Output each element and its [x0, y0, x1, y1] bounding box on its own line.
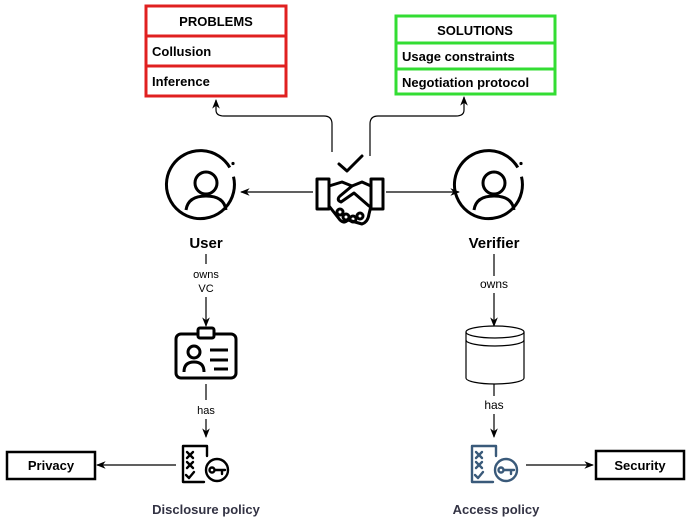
handshake-icon: [315, 154, 385, 226]
security-box: Security: [594, 449, 686, 481]
db-has-label: has: [484, 398, 503, 412]
solutions-box: SOLUTIONS Usage constraints Negotiation …: [394, 14, 557, 96]
verifier-owns-label: owns: [480, 277, 508, 291]
access-policy-checklist-icon: [470, 444, 519, 484]
problem-item-collusion: Collusion: [152, 44, 211, 59]
user-avatar-icon: [164, 149, 236, 221]
problems-box: PROBLEMS Collusion Inference: [144, 4, 288, 98]
user-owns-label: owns: [193, 269, 219, 281]
security-label: Security: [614, 458, 666, 473]
solution-item-usage-constraints: Usage constraints: [402, 49, 515, 64]
database-icon: [465, 325, 525, 385]
vc-has-label: has: [197, 405, 215, 417]
edge-handshake-to-solutions: [369, 96, 468, 156]
privacy-box: Privacy: [5, 450, 97, 481]
privacy-label: Privacy: [28, 458, 75, 473]
edge-handshake-to-problems: [212, 99, 333, 152]
solution-item-negotiation-protocol: Negotiation protocol: [402, 75, 529, 90]
user-label: User: [189, 235, 223, 252]
policy-checklist-icon: [181, 444, 230, 484]
solutions-title: SOLUTIONS: [437, 23, 513, 38]
problems-title: PROBLEMS: [179, 14, 253, 29]
access-policy-label: Access policy: [453, 502, 540, 517]
verifier-avatar-icon: [452, 149, 524, 221]
user-vc-label: VC: [198, 283, 213, 295]
verifier-label: Verifier: [469, 235, 520, 252]
problem-item-inference: Inference: [152, 74, 210, 89]
disclosure-policy-label: Disclosure policy: [152, 502, 260, 517]
id-card-icon: [174, 326, 238, 380]
